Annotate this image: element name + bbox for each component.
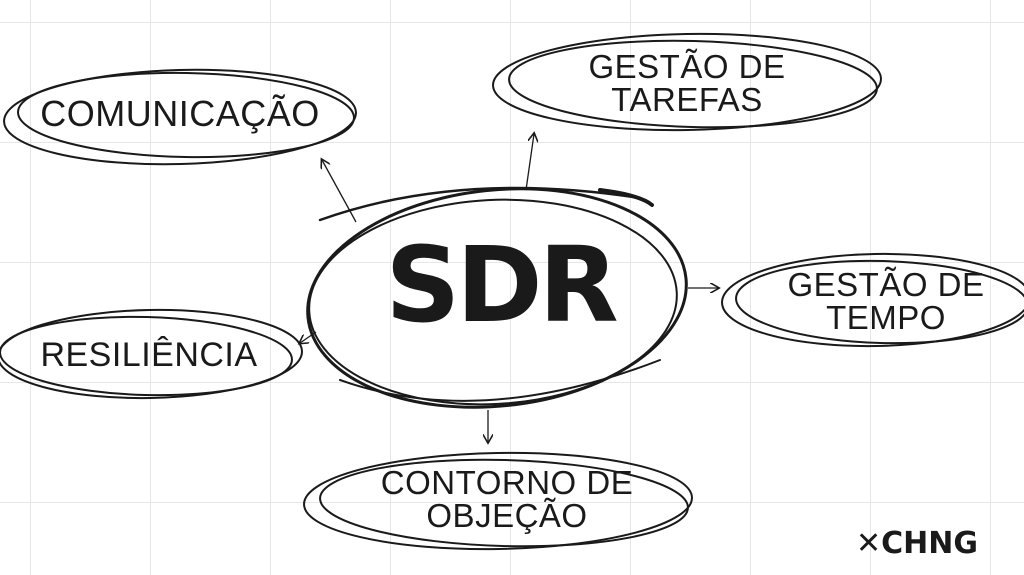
node-resiliencia-label: RESILIÊNCIA bbox=[40, 336, 258, 374]
node-contorno-objecao-line-2: OBJEÇÃO bbox=[426, 497, 588, 534]
center-title: SDR bbox=[385, 224, 618, 346]
node-resiliencia: RESILIÊNCIA bbox=[14, 338, 284, 372]
ellipse-gestao-tempo bbox=[721, 252, 1024, 348]
arrow-to-resiliencia bbox=[300, 331, 317, 343]
node-comunicacao: COMUNICAÇÃO bbox=[20, 96, 340, 132]
node-gestao-tarefas-line-1: GESTÃO DE bbox=[588, 48, 786, 85]
ellipse-gestao-tarefas bbox=[492, 32, 882, 132]
node-gestao-tarefas-line-2: TAREFAS bbox=[611, 81, 763, 118]
node-gestao-tempo-line-1: GESTÃO DE bbox=[787, 266, 985, 303]
node-comunicacao-label: COMUNICAÇÃO bbox=[40, 93, 320, 134]
center-ellipse bbox=[306, 186, 688, 409]
ellipse-contorno-objecao bbox=[303, 451, 693, 551]
arrow-to-comunicacao bbox=[322, 160, 357, 223]
ellipse-comunicacao bbox=[3, 68, 357, 166]
connector-arrows bbox=[300, 134, 718, 442]
xchng-logo: ✕CHNG bbox=[856, 526, 978, 561]
node-gestao-tempo: GESTÃO DE TEMPO bbox=[771, 268, 1001, 334]
node-gestao-tempo-line-2: TEMPO bbox=[826, 299, 946, 336]
node-gestao-tarefas: GESTÃO DE TAREFAS bbox=[547, 50, 827, 116]
arrow-to-gestao-tarefas bbox=[525, 134, 534, 191]
node-contorno-objecao: CONTORNO DE OBJEÇÃO bbox=[362, 466, 652, 532]
node-contorno-objecao-line-1: CONTORNO DE bbox=[380, 464, 634, 501]
ellipse-resiliencia bbox=[0, 308, 303, 400]
